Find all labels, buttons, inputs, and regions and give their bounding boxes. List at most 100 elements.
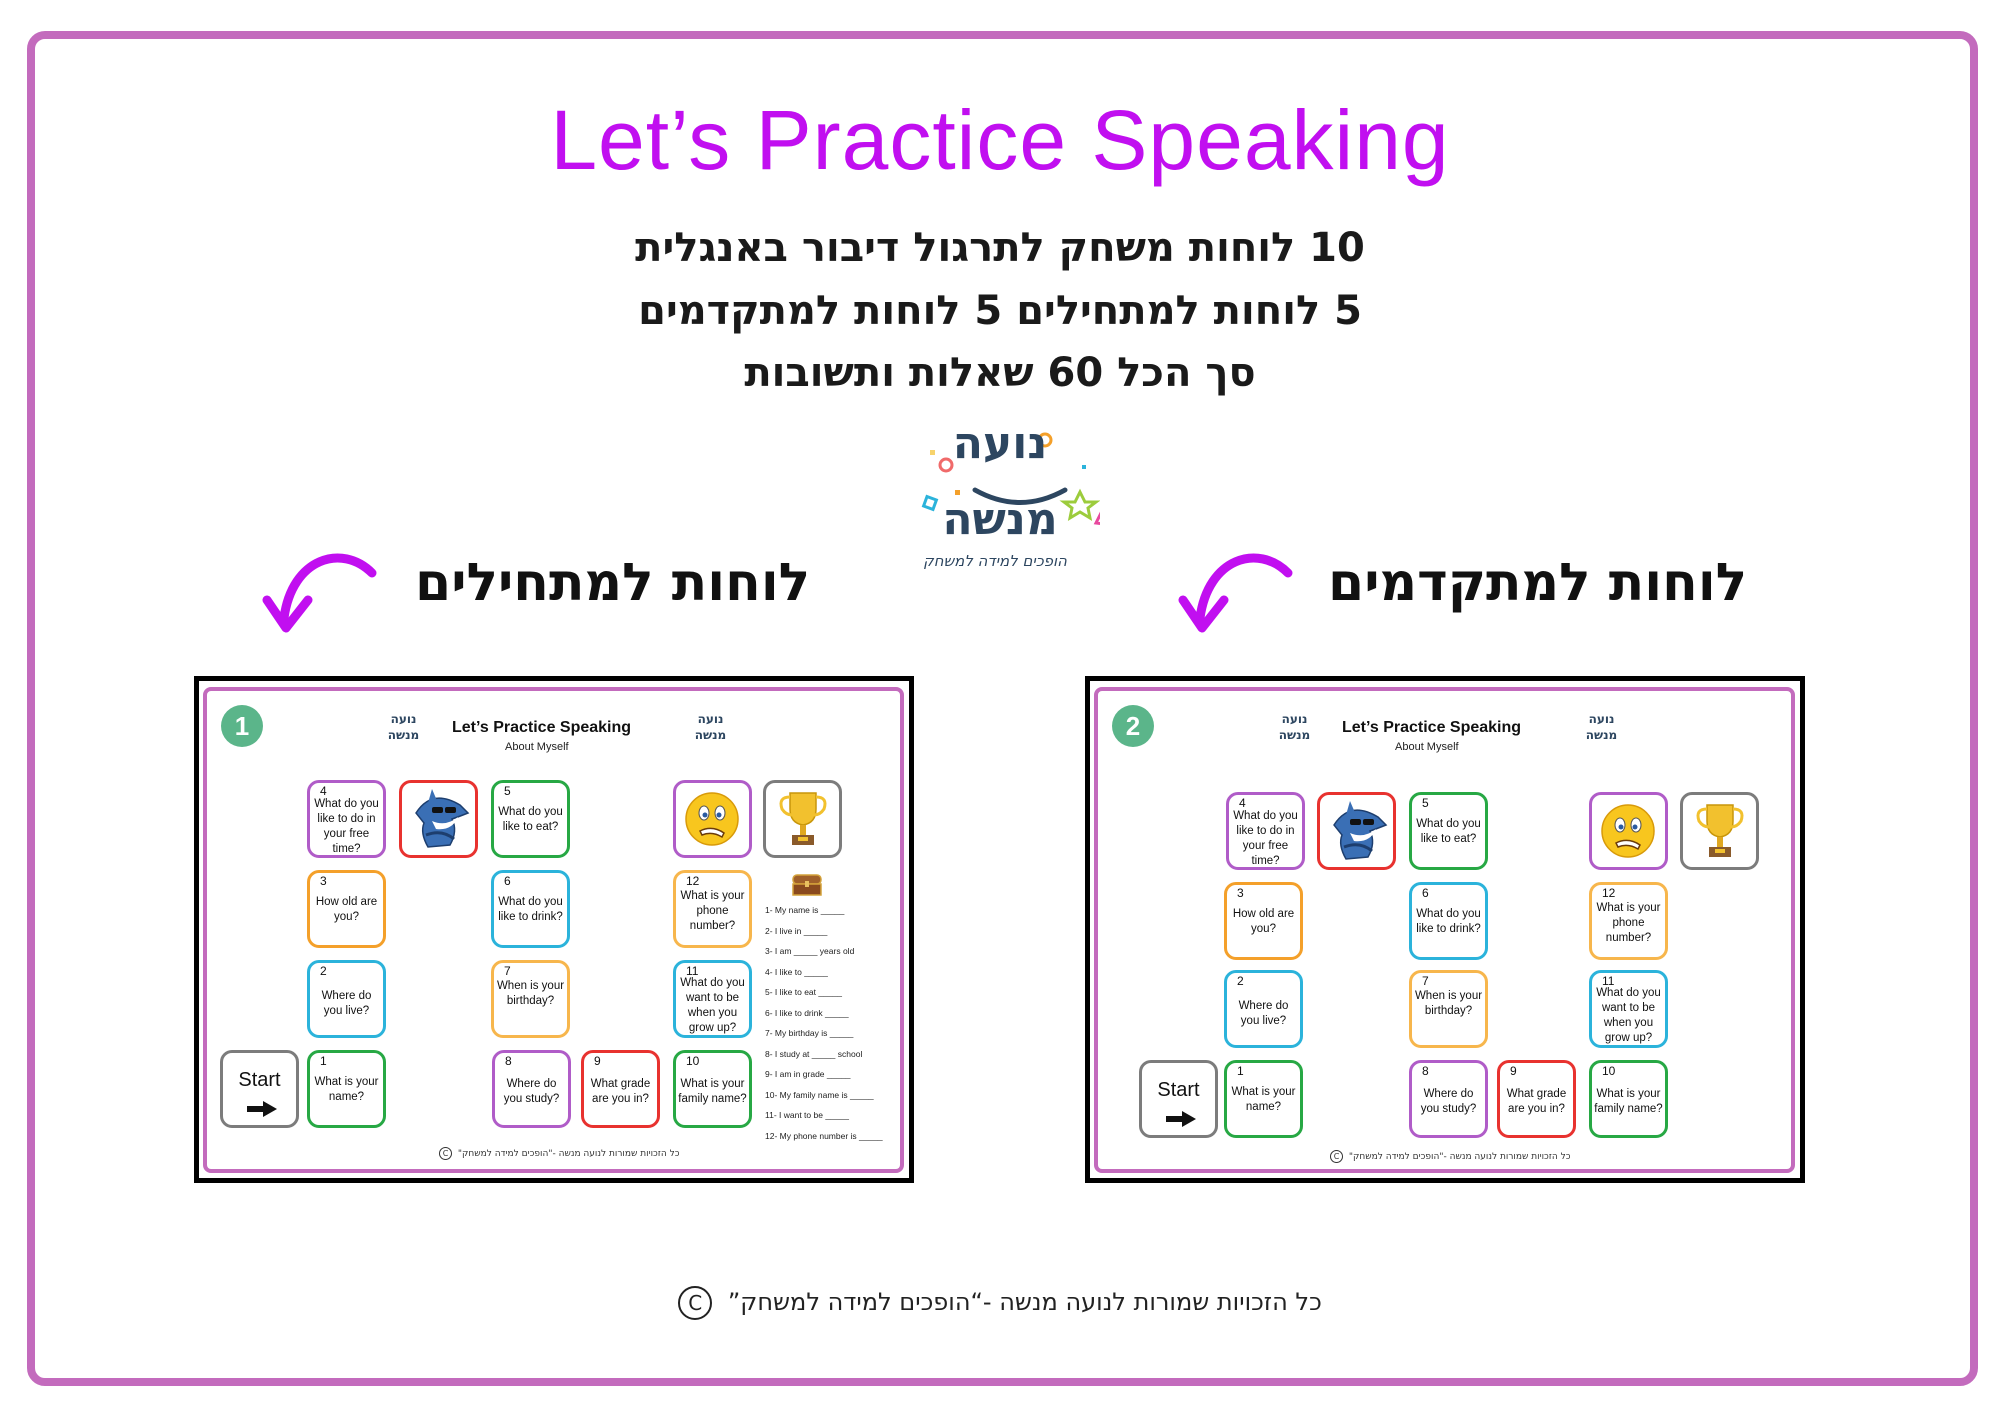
answer-item: 4- I like to _____ (765, 966, 828, 977)
logo-name-bottom: מנשה (942, 494, 1058, 545)
copyright-icon: C (439, 1147, 452, 1160)
tile-number: 7 (504, 964, 511, 978)
tile-question: What grade are you in? (1506, 1088, 1567, 1115)
tile-number: 9 (594, 1054, 601, 1068)
start-label: Start (1157, 1079, 1200, 1101)
tile-number: 11 (686, 964, 699, 978)
board-inner-frame (1094, 687, 1795, 1173)
tile-number: 6 (1422, 886, 1429, 900)
shark-tile (1317, 792, 1396, 870)
curved-arrow-down-icon (1178, 553, 1293, 633)
board-tile-9: 9 What grade are you in? (1497, 1060, 1576, 1138)
mini-logo-text: נועה (390, 712, 417, 726)
tile-number: 4 (1239, 796, 1246, 810)
tile-number: 1 (1237, 1064, 1244, 1078)
mini-logo-text: מנשה (694, 728, 727, 742)
copyright-text: כל הזכויות שמורות לנועה מנשה -“הופכים למ… (727, 1288, 1322, 1316)
mini-logo-left: נועה מנשה (1268, 713, 1321, 753)
logo-confetti-icon (921, 432, 1116, 527)
tile-number: 10 (1602, 1064, 1616, 1078)
tile-question: What do you like to do in your free time… (314, 798, 379, 855)
tile-question: When is your birthday? (496, 980, 565, 1007)
tile-question: What is your family name? (678, 1078, 747, 1105)
tile-question: How old are you? (315, 896, 378, 923)
tile-question: What do you like to do in your free time… (1233, 810, 1298, 867)
beginners-boards-label: לוחות למתחילים (415, 553, 811, 613)
board-preview-2[interactable]: 2 נועה מנשה Let’s Practice Speaking Abou… (1085, 676, 1805, 1183)
subtitle-line-1: 10 לוחות משחק לתרגול דיבור באנגלית (635, 225, 1365, 271)
answer-item: 2- I live in _____ (765, 925, 828, 936)
copyright-icon: C (678, 1286, 713, 1320)
board-tile-12: 12 What is your phone number? (1589, 882, 1668, 960)
board-title: Let’s Practice Speaking (1342, 719, 1522, 736)
answer-item: 5- I like to eat _____ (765, 987, 843, 997)
tile-number: 8 (505, 1054, 512, 1068)
board-tile-11: 11 What do you want to be when you grow … (673, 960, 752, 1038)
tile-question: Where do you study? (503, 1078, 560, 1105)
mini-logo-text: מנשה (387, 728, 420, 742)
tile-number: 1 (320, 1054, 327, 1068)
emoji-tile (673, 780, 752, 858)
board-title: Let’s Practice Speaking (452, 719, 632, 736)
board-copyright-text: כל הזכויות שמורות לנועה מנשה -"הופכים למ… (1348, 1152, 1571, 1162)
tile-question: Where do you live? (321, 990, 372, 1017)
board-copyright-text: כל הזכויות שמורות לנועה מנשה -"הופכים למ… (457, 1149, 680, 1159)
trophy-tile (1680, 792, 1759, 870)
answer-item: 8- I study at _____ school (765, 1048, 863, 1059)
board-tile-2: 2 Where do you live? (307, 960, 386, 1038)
board-tile-7: 7 When is your birthday? (491, 960, 570, 1038)
answer-item: 9- I am in grade _____ (765, 1069, 851, 1079)
tile-question: What do you want to be when you grow up? (1596, 987, 1661, 1044)
emoji-tile (1589, 792, 1668, 870)
answer-item: 1- My name is _____ (765, 905, 845, 915)
board-tile-2: 2 Where do you live? (1224, 970, 1303, 1048)
tile-number: 5 (504, 784, 511, 798)
board-tile-6: 6 What do you like to drink? (491, 870, 570, 948)
arrow-right-icon (247, 1101, 277, 1117)
mini-logo-text: מנשה (1585, 728, 1618, 742)
board-tile-6: 6 What do you like to drink? (1409, 882, 1488, 960)
tile-question: What do you like to eat? (1416, 818, 1481, 845)
shark-icon (415, 789, 470, 848)
mini-logo-text: מנשה (1278, 728, 1311, 742)
board-tile-5: 5 What do you like to eat? (491, 780, 570, 858)
board-subtitle: About Myself (1395, 741, 1459, 753)
tile-question: What is your name? (314, 1076, 379, 1103)
mini-logo-right: נועה מנשה (684, 713, 737, 753)
board-tile-1: 1 What is your name? (1224, 1060, 1303, 1138)
tile-question: How old are you? (1232, 908, 1295, 935)
page-title: Let’s Practice Speaking (550, 93, 1450, 187)
advanced-boards-label: לוחות למתקדמים (1328, 553, 1748, 613)
board-inner-frame (203, 687, 904, 1173)
tile-question: What is your phone number? (680, 890, 745, 932)
board-tile-7: 7 When is your birthday? (1409, 970, 1488, 1048)
start-tile: Start (220, 1050, 299, 1128)
treasure-chest-icon (792, 874, 822, 896)
curved-arrow-down-icon (262, 553, 377, 633)
start-label: Start (238, 1069, 281, 1091)
board-preview-1[interactable]: 1 נועה מנשה Let’s Practice Speaking Abou… (194, 676, 914, 1183)
answer-item: 10- My family name is _____ (765, 1089, 874, 1100)
tile-question: Where do you study? (1420, 1088, 1477, 1115)
tile-number: 6 (504, 874, 511, 888)
board-tile-3: 3 How old are you? (1224, 882, 1303, 960)
tile-number: 9 (1510, 1064, 1517, 1078)
board-subtitle: About Myself (505, 741, 569, 753)
subtitle-line-3: סך הכל 60 שאלות ותשובות (744, 350, 1256, 396)
tile-number: 12 (686, 874, 700, 888)
answer-list: 1- My name is _____ 2- I live in _____ 3… (765, 905, 883, 1151)
copyright-icon: C (1330, 1150, 1343, 1163)
worried-face-icon (1601, 804, 1655, 858)
answer-item: 11- I want to be _____ (765, 1110, 849, 1120)
tile-number: 3 (320, 874, 327, 888)
tile-number: 10 (686, 1054, 700, 1068)
trophy-tile (763, 780, 842, 858)
board-number-badge: 2 (1112, 705, 1154, 747)
answer-item: 3- I am _____ years old (765, 946, 855, 956)
board-tile-10: 10 What is your family name? (1589, 1060, 1668, 1138)
answer-item: 7- My birthday is _____ (765, 1028, 854, 1038)
page-copyright: כל הזכויות שמורות לנועה מנשה -“הופכים למ… (0, 1286, 2000, 1320)
subtitle-line-2: 5 לוחות למתחילים 5 לוחות למתקדמים (638, 288, 1362, 334)
tile-number: 8 (1422, 1064, 1429, 1078)
board-tile-5: 5 What do you like to eat? (1409, 792, 1488, 870)
